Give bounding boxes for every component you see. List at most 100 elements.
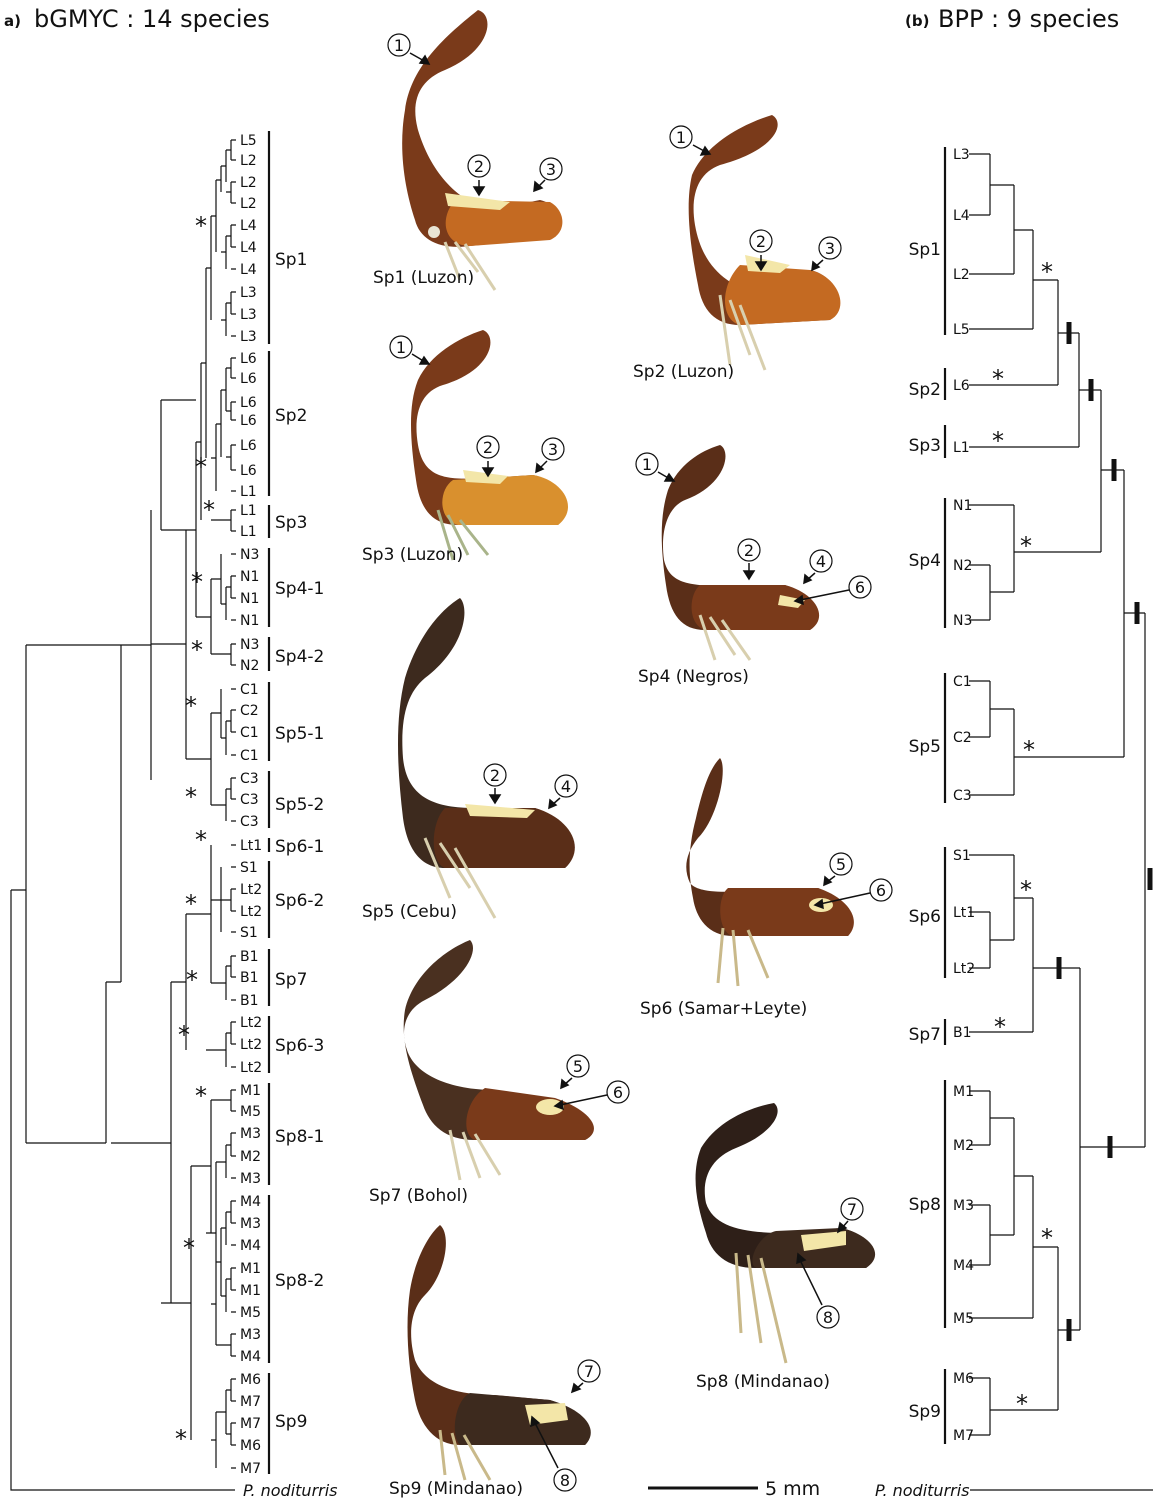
- tree-a-branches: [11, 140, 236, 1490]
- species-label: Sp3: [909, 436, 941, 456]
- support-asterisk: *: [195, 1082, 207, 1110]
- tip-label: Lt2: [240, 904, 262, 920]
- outgroup-label-a: P. noditurris: [243, 1481, 338, 1499]
- tip-label: L2: [240, 196, 257, 212]
- specimen-label: Sp6 (Samar+Leyte): [640, 999, 807, 1019]
- specimen-sp9: [408, 1225, 591, 1480]
- specimen-sp8: [696, 1103, 876, 1363]
- tip-label: B1: [240, 970, 259, 986]
- tip-label: C2: [240, 703, 259, 719]
- support-asterisk: *: [175, 1425, 187, 1453]
- species-label: Sp7: [275, 970, 307, 990]
- support-asterisk: *: [203, 496, 215, 524]
- outgroup-label-b: P. noditurris: [875, 1481, 970, 1499]
- support-asterisk: *: [185, 783, 197, 811]
- tip-label: N2: [240, 658, 259, 674]
- tip-label: M6: [240, 1372, 261, 1388]
- support-asterisk: *: [195, 826, 207, 854]
- tip-label: C3: [240, 771, 259, 787]
- tip-label: L6: [240, 351, 257, 367]
- tip-label: S1: [953, 848, 971, 864]
- species-label: Sp9: [275, 1412, 307, 1432]
- species-label: Sp9: [909, 1402, 941, 1422]
- tip-label: M1: [240, 1283, 261, 1299]
- tip-label: M7: [953, 1428, 974, 1444]
- callout-number: 5: [836, 855, 846, 874]
- support-asterisk: *: [186, 966, 198, 994]
- tip-label: L1: [240, 503, 257, 519]
- tip-label: M7: [240, 1461, 261, 1477]
- tip-label: M1: [240, 1261, 261, 1277]
- tip-label: L4: [240, 218, 257, 234]
- tree-b-species-labels: Sp1 Sp2 Sp3 Sp4 Sp5 Sp6 Sp7 Sp8 Sp9: [909, 240, 941, 1422]
- tip-label: N3: [240, 637, 259, 653]
- tip-label: C3: [953, 788, 972, 804]
- tip-label: S1: [240, 925, 258, 941]
- tip-label: N1: [240, 613, 259, 629]
- tip-label: M3: [240, 1171, 261, 1187]
- callout-number: 4: [816, 552, 826, 571]
- callout-number: 3: [825, 239, 835, 258]
- circled-number: 5 6: [567, 1055, 629, 1103]
- specimen-sp7: [404, 940, 594, 1180]
- tree-b-branches: [969, 154, 1153, 1490]
- tree-a-species-labels: Sp1 Sp2 Sp3 Sp4-1 Sp4-2 Sp5-1 Sp5-2 Sp6-…: [275, 250, 324, 1432]
- tip-label: Lt2: [240, 1037, 262, 1053]
- callout-number: 1: [394, 36, 404, 55]
- callout-number: 2: [744, 541, 754, 560]
- tip-label: N2: [953, 558, 972, 574]
- tip-label: L6: [240, 413, 257, 429]
- species-label: Sp4-2: [275, 647, 324, 667]
- tip-label: N3: [240, 547, 259, 563]
- tip-label: L6: [240, 438, 257, 454]
- support-asterisk: *: [185, 692, 197, 720]
- tip-label: L4: [240, 262, 257, 278]
- support-asterisk: *: [191, 636, 203, 664]
- callout-number: 4: [561, 777, 571, 796]
- callout-number: 6: [876, 881, 886, 900]
- circled-number: 2 4: [484, 764, 577, 797]
- tip-label: S1: [240, 860, 258, 876]
- tip-label: M7: [240, 1394, 261, 1410]
- tip-label: N1: [240, 569, 259, 585]
- species-label: Sp6-1: [275, 837, 324, 857]
- callout-number: 5: [573, 1057, 583, 1076]
- specimen-label: Sp2 (Luzon): [633, 362, 734, 382]
- specimen-label: Sp4 (Negros): [638, 667, 749, 687]
- species-label: Sp6: [909, 907, 941, 927]
- tip-label: M2: [953, 1138, 974, 1154]
- tip-label: L3: [953, 147, 970, 163]
- support-asterisk: *: [191, 568, 203, 596]
- species-label: Sp5-2: [275, 795, 324, 815]
- tip-label: M2: [240, 1149, 261, 1165]
- callout-number: 2: [756, 232, 766, 251]
- species-label: Sp7: [909, 1025, 941, 1045]
- callout-number: 8: [560, 1471, 570, 1490]
- callout-number: 2: [490, 766, 500, 785]
- callout-number: 8: [823, 1308, 833, 1327]
- tip-label: B1: [240, 949, 259, 965]
- support-asterisk: *: [994, 1013, 1006, 1041]
- tip-label: B1: [953, 1025, 972, 1041]
- tree-a-tip-labels: L5L2L2L2L4L4L4L3L3L3L6L6L6L6L6L6L1L1L1N3…: [240, 133, 262, 1477]
- tip-label: M6: [240, 1438, 261, 1454]
- tip-label: M5: [240, 1305, 261, 1321]
- tip-label: M4: [953, 1258, 974, 1274]
- tip-label: L3: [240, 307, 257, 323]
- tip-label: C1: [240, 748, 259, 764]
- tip-label: L6: [953, 378, 970, 394]
- specimen-sp1: [402, 10, 562, 290]
- tip-label: Lt1: [953, 905, 975, 921]
- tip-label: Lt2: [240, 882, 262, 898]
- tip-label: M1: [953, 1084, 974, 1100]
- tip-label: L1: [240, 484, 257, 500]
- callout-number: 3: [548, 440, 558, 459]
- specimen-label: Sp5 (Cebu): [362, 902, 457, 922]
- species-label: Sp3: [275, 513, 307, 533]
- panel-a-label: a): [4, 12, 21, 30]
- tip-label: Lt2: [240, 1015, 262, 1031]
- tip-label: M5: [240, 1104, 261, 1120]
- tip-label: N1: [240, 591, 259, 607]
- support-asterisk: *: [1020, 532, 1032, 560]
